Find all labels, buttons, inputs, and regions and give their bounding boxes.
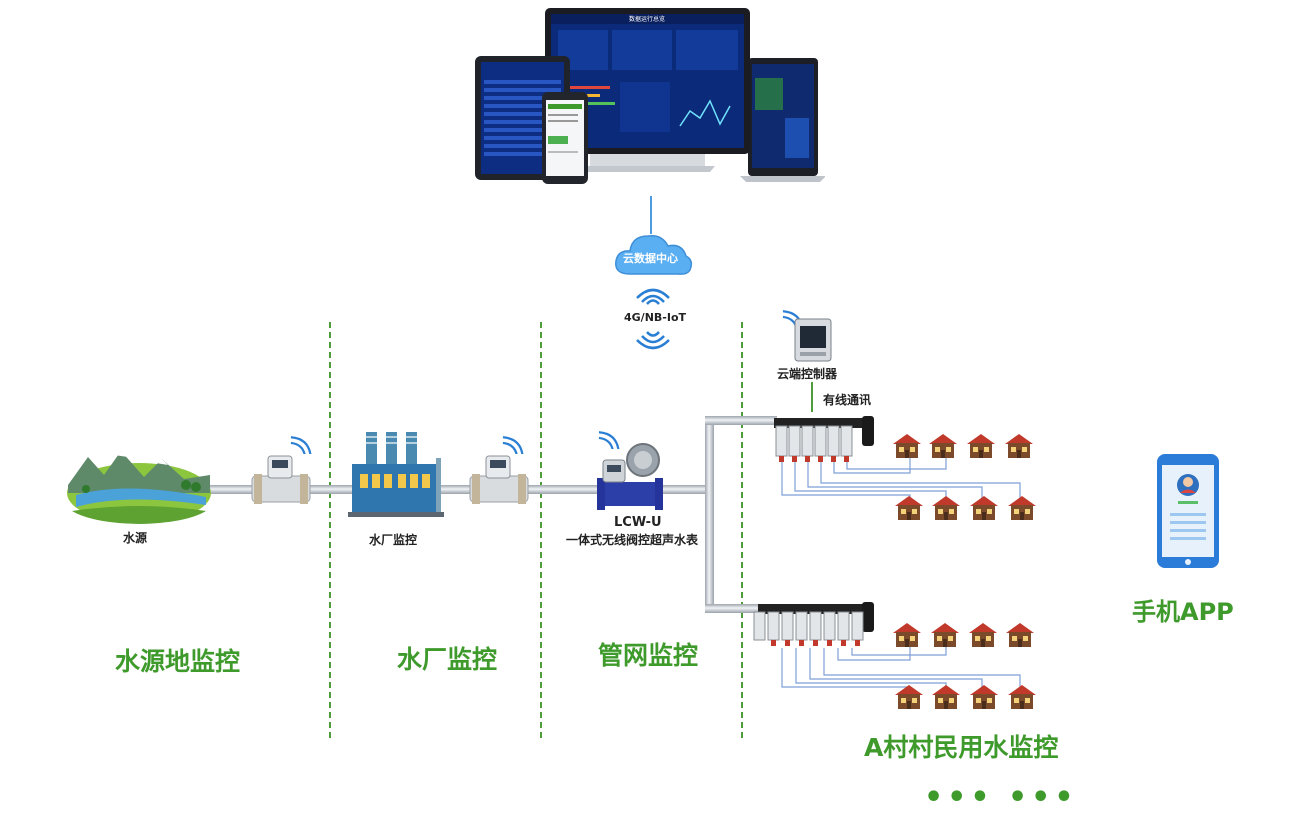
zone-divider xyxy=(329,322,331,738)
branch-pipe-upper xyxy=(705,416,777,425)
zone-title-source: 水源地监控 xyxy=(115,647,241,676)
house-icon xyxy=(969,683,999,709)
water-plant-label: 水厂监控 xyxy=(369,533,418,547)
wired-link xyxy=(811,382,813,412)
house-icon xyxy=(892,621,922,647)
more-indicator: ••• ••• xyxy=(924,780,1078,815)
house-icon xyxy=(894,494,924,520)
cloud-controller-device xyxy=(794,318,832,362)
zone-divider xyxy=(741,322,743,738)
branch-pipe-lower xyxy=(705,604,765,613)
riser-pipe xyxy=(705,418,714,612)
house-icon xyxy=(968,621,998,647)
main-pipe xyxy=(200,485,714,494)
house-icon xyxy=(1005,621,1035,647)
device-cloud-link xyxy=(650,196,652,234)
house-icon xyxy=(928,432,958,458)
wireless-signal-icon xyxy=(636,288,670,305)
wired-comm-label: 有线通讯 xyxy=(823,393,872,407)
zone-title-village: A村村民用水监控 xyxy=(864,733,1059,762)
flow-meter-icon xyxy=(469,455,529,504)
wireless-signal-icon xyxy=(502,436,524,454)
water-source-landscape xyxy=(67,451,211,524)
cloud-controller-label: 云端控制器 xyxy=(777,367,838,381)
house-icon xyxy=(894,683,924,709)
service-lines xyxy=(781,455,1021,688)
wireless-signal-icon xyxy=(636,331,670,350)
meter-description-label: 一体式无线阀控超声水表 xyxy=(566,533,699,547)
wireless-signal-icon xyxy=(782,310,804,328)
wireless-signal-icon xyxy=(598,431,620,449)
water-source-label: 水源 xyxy=(123,531,148,545)
house-icon xyxy=(892,432,922,458)
house-icon xyxy=(930,621,960,647)
zone-title-network: 管网监控 xyxy=(598,641,699,670)
house-icon xyxy=(931,494,961,520)
zone-divider xyxy=(540,322,542,738)
house-icon xyxy=(1007,683,1037,709)
cloud-icon xyxy=(615,234,693,275)
house-icon xyxy=(966,432,996,458)
house-icon xyxy=(1004,432,1034,458)
network-label: 4G/NB-IoT xyxy=(624,311,687,324)
house-icon xyxy=(969,494,999,520)
house-icon xyxy=(1007,494,1037,520)
zone-title-plant: 水厂监控 xyxy=(397,645,498,674)
mobile-phone-icon[interactable] xyxy=(1156,453,1220,569)
water-plant-building xyxy=(348,432,444,517)
meter-model-label: LCW-U xyxy=(614,515,662,530)
meter-manifold-upper xyxy=(774,416,874,462)
devices-illustration: 数据运行总览 xyxy=(475,8,825,184)
ultrasonic-valve-meter-icon xyxy=(597,443,663,510)
wireless-signal-icon xyxy=(290,436,312,454)
cloud-label: 云数据中心 xyxy=(623,252,678,265)
mobile-app-label: 手机APP xyxy=(1132,598,1234,626)
dashboard-title: 数据运行总览 xyxy=(629,15,665,23)
house-icon xyxy=(931,683,961,709)
meter-manifold-lower xyxy=(753,602,874,646)
flow-meter-icon xyxy=(251,455,311,504)
